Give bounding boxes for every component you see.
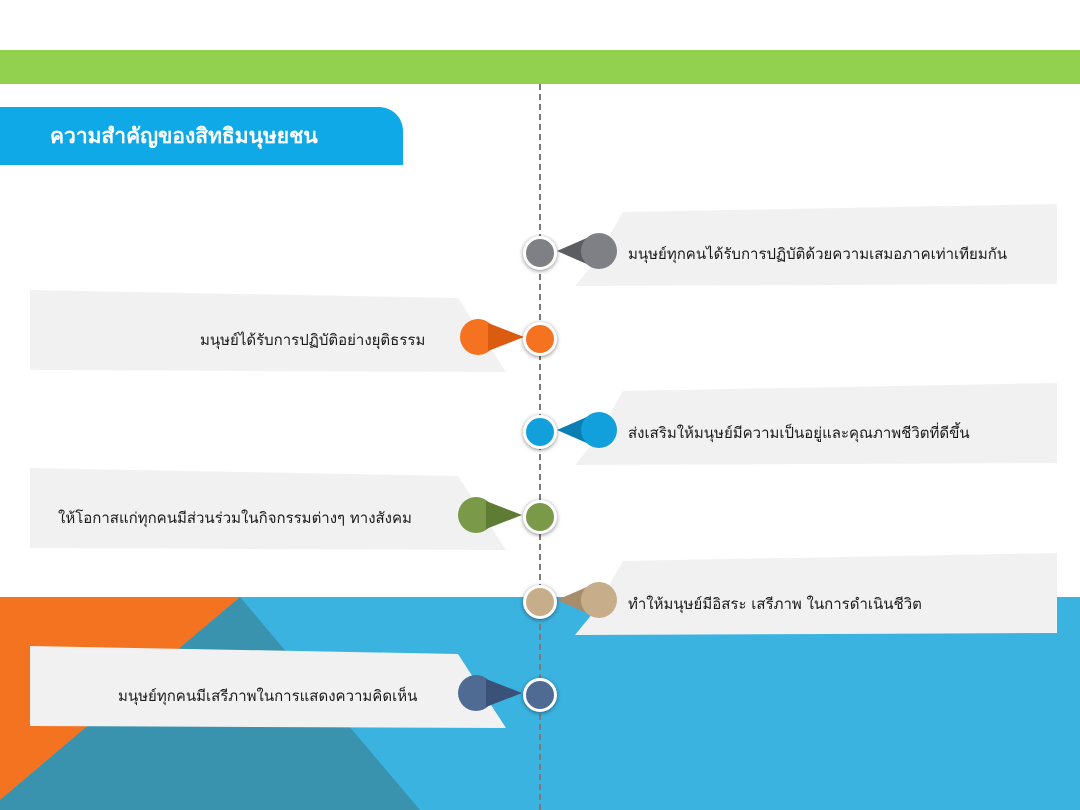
timeline-node-1 [523, 236, 557, 270]
timeline-item-1-text: มนุษย์ทุกคนได้รับการปฏิบัติด้วยความเสมอภ… [628, 245, 1008, 263]
timeline-item-4-text: ให้โอกาสแก่ทุกคนมีส่วนร่วมในกิจกรรมต่างๆ… [58, 509, 412, 527]
pointer-pin-5 [557, 582, 617, 618]
timeline-item-2-text: มนุษย์ได้รับการปฏิบัติอย่างยุติธรรม [200, 331, 426, 349]
pointer-pin-2 [460, 319, 524, 355]
timeline-item-6-text: มนุษย์ทุกคนมีเสรีภาพในการแสดงความคิดเห็น [118, 687, 418, 705]
top-green-bar [0, 50, 1080, 84]
pointer-pin-1 [557, 233, 617, 269]
timeline-node-2 [523, 322, 557, 356]
timeline-node-4 [523, 500, 557, 534]
timeline-node-6 [523, 678, 557, 712]
timeline-item-5-text: ทำให้มนุษย์มีอิสระ เสรีภาพ ในการดำเนินชี… [628, 595, 922, 613]
pointer-pin-6 [458, 675, 522, 711]
timeline-item-3-text: ส่งเสริมให้มนุษย์มีความเป็นอยู่และคุณภาพ… [628, 424, 970, 442]
timeline-card-4 [30, 468, 506, 550]
title-tab [0, 107, 403, 165]
timeline-card-1 [575, 204, 1057, 286]
timeline-card-3 [575, 383, 1057, 465]
page-title: ความสำคัญของสิทธิมนุษยชน [50, 124, 318, 148]
timeline-card-6 [30, 646, 506, 728]
timeline-node-3 [523, 415, 557, 449]
pointer-pin-4 [458, 497, 522, 533]
timeline-card-2 [30, 290, 506, 372]
timeline-node-5 [523, 585, 557, 619]
timeline-card-5 [575, 553, 1057, 635]
pointer-pin-3 [557, 412, 617, 448]
